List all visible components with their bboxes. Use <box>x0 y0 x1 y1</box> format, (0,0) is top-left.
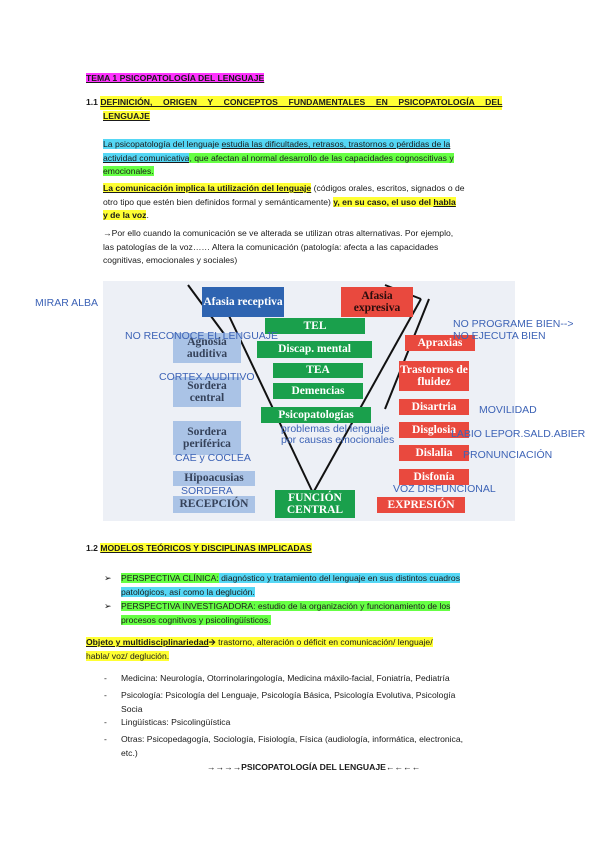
box-disartria: Disartria <box>399 399 469 415</box>
box-psicopatologias: Psicopatologías <box>261 407 371 423</box>
annotation-labio: LABIO LEPOR.SALD.ABIER <box>451 428 586 440</box>
box-apraxias: Apraxias <box>405 335 475 351</box>
paragraph-communication: La comunicación implica la utilización d… <box>103 183 465 220</box>
paragraph-definition: La psicopatología del lenguaje estudia l… <box>103 139 454 176</box>
box-tea: TEA <box>273 363 363 378</box>
section-2-heading: 1.2 MODELOS TEÓRICOS Y DISCIPLINAS IMPLI… <box>86 543 312 553</box>
box-sordera-periferica: Sordera periférica <box>173 421 241 455</box>
box-demencias: Demencias <box>273 383 363 399</box>
box-afasia-expresiva: Afasia expresiva <box>341 287 413 317</box>
list-item: Medicina: Neurología, Otorrinolaringolog… <box>121 673 450 683</box>
bullet-perspectiva-clinica: PERSPECTIVA CLÍNICA: diagnóstico y trata… <box>121 573 460 597</box>
list-dash: - <box>104 690 107 700</box>
box-trastornos-fluidez: Trastornos de fluidez <box>399 361 469 391</box>
box-sordera-central: Sordera central <box>173 377 241 407</box>
box-agnosia-auditiva: Agnosia auditiva <box>173 333 241 363</box>
box-dislalia: Dislalia <box>399 445 469 461</box>
language-pathology-diagram: Afasia receptiva Afasia expresiva Agnosi… <box>103 281 515 521</box>
annotation-movilidad: MOVILIDAD <box>479 404 537 416</box>
paragraph-alternatives: →Por ello cuando la comunicación se ve a… <box>103 228 454 265</box>
arrow-right-icon: 🡪 <box>208 637 216 647</box>
arrow-bullet-icon: ➢ <box>104 601 112 611</box>
annotation-no-programe: NO PROGRAME BIEN--> <box>453 318 574 330</box>
box-funcion-central: FUNCIÓN CENTRAL <box>275 490 355 518</box>
annotation-voz-disfuncional: VOZ DISFUNCIONAL <box>393 483 496 495</box>
box-hipoacusias: Hipoacusias <box>173 471 255 486</box>
annotation-mirar-alba: MIRAR ALBA <box>35 297 99 309</box>
section-1-heading: 1.1 DEFINICIÓN, ORIGEN Y CONCEPTOS FUNDA… <box>86 96 503 121</box>
box-disglosia: Disglosia <box>399 422 469 438</box>
annotation-cae-coclea: CAE y COCLEA <box>175 452 251 464</box>
box-discap-mental: Discap. mental <box>257 341 372 358</box>
annotation-problemas-1: problemas del lenguaje <box>281 423 390 435</box>
arrow-bullet-icon: ➢ <box>104 573 112 583</box>
box-tel: TEL <box>265 318 365 334</box>
footer-title: →→→→PSICOPATOLOGÍA DEL LENGUAJE←←←← <box>206 762 421 772</box>
box-expresion: EXPRESIÓN <box>377 497 465 513</box>
annotation-sordera: SORDERA <box>181 485 233 497</box>
document-title: TEMA 1 PSICOPATOLOGÍA DEL LENGUAJE <box>86 73 265 83</box>
annotation-problemas-2: por causas emocionales <box>281 434 395 446</box>
box-disfonia: Disfonía <box>399 469 469 485</box>
box-afasia-receptiva: Afasia receptiva <box>202 287 284 317</box>
annotation-pronunciacion: PRONUNCIACIÓN <box>463 449 553 461</box>
list-item: Otras: Psicopedagogía, Sociología, Fisio… <box>121 734 464 758</box>
paragraph-objeto: Objeto y multidisciplinariedad🡪 trastorn… <box>86 637 433 661</box>
list-dash: - <box>104 673 107 683</box>
annotation-no-reconoce: NO RECONOCE EL LENGUAJE <box>125 330 279 342</box>
annotation-cortex: CORTEX AUDITIVO <box>159 371 255 383</box>
list-item: Psicología: Psicología del Lenguaje, Psi… <box>121 690 456 714</box>
list-dash: - <box>104 734 107 744</box>
bullet-perspectiva-investigadora: PERSPECTIVA INVESTIGADORA: estudio de la… <box>121 601 451 625</box>
list-dash: - <box>104 717 107 727</box>
box-recepcion: RECEPCIÓN <box>173 496 255 513</box>
annotation-no-ejecuta: NO EJECUTA BIEN <box>453 330 546 342</box>
list-item: Lingüísticas: Psicolingüística <box>121 717 231 727</box>
